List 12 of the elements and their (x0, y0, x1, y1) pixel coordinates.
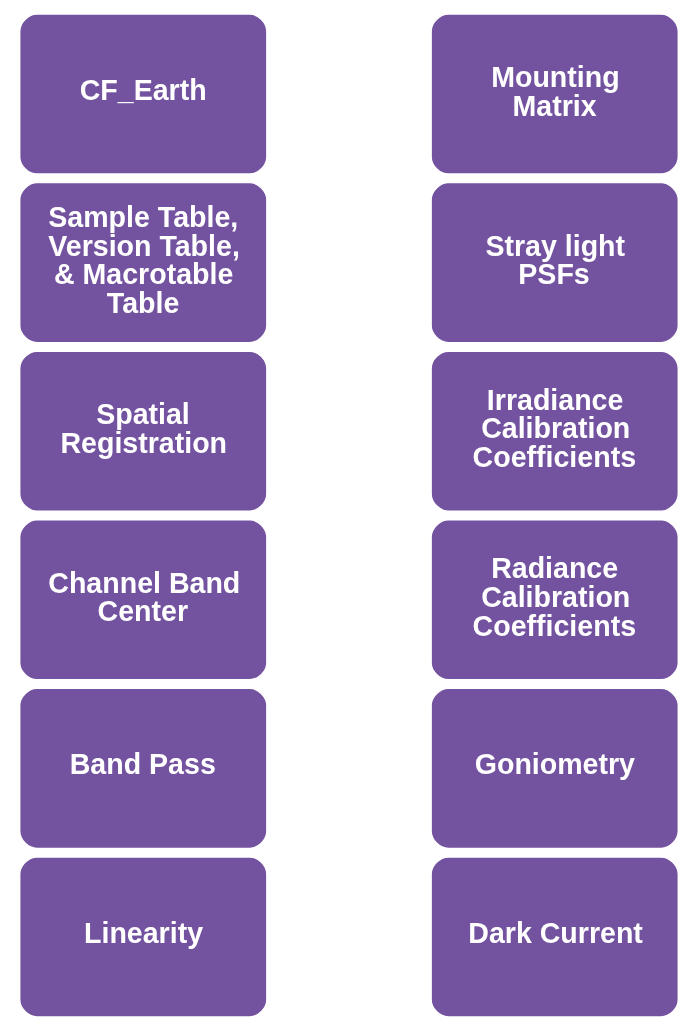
node-box: Sample Table, Version Table, & Macrotable Table (18, 181, 268, 344)
node-box: Irradiance Calibration Coefficients (429, 350, 679, 512)
node-box: Channel Band Center (18, 519, 268, 681)
node-box: Mounting Matrix (429, 13, 679, 175)
node-box: Linearity (18, 856, 268, 1018)
node-box: CF_Earth (18, 13, 268, 175)
node-box: Spatial Registration (18, 350, 268, 512)
node-box: Goniometry (429, 687, 679, 850)
node-box: Radiance Calibration Coefficients (429, 519, 679, 681)
node-box: Stray light PSFs (429, 181, 679, 344)
node-box: Dark Current (429, 856, 679, 1018)
node-box: Band Pass (18, 687, 268, 850)
